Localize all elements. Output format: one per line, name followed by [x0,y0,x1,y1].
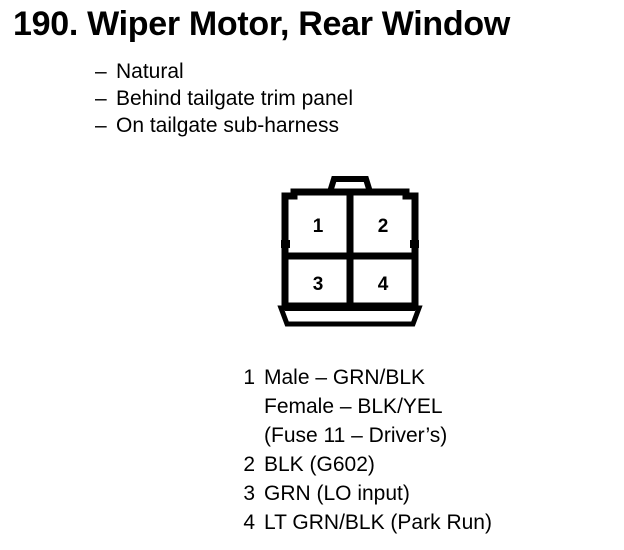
legend-row: 2 BLK (G602) [230,450,492,479]
cavity-number-2: 2 [378,216,389,237]
note-item: – Behind tailgate trim panel [95,85,353,112]
legend-entry-2: 2 BLK (G602) [230,450,492,479]
connector-base-bar [285,304,415,311]
note-item: – On tailgate sub-harness [95,112,353,139]
legend-row: 1 Male – GRN/BLK [230,363,492,392]
connector-right-notch [410,240,419,248]
page-title: 190. Wiper Motor, Rear Window [13,5,510,43]
note-dash-icon: – [95,87,107,110]
legend-pin-number: 3 [243,482,255,505]
legend-pin-description: GRN (LO input) [264,482,410,505]
legend-pin-description: Male – GRN/BLK [264,366,426,389]
legend-entry-1: 1 Male – GRN/BLK Female – BLK/YEL (Fuse … [230,363,492,450]
legend-pin-description-cont: Female – BLK/YEL [264,395,443,418]
note-label: On tailgate sub-harness [116,114,339,137]
cavity-number-1: 1 [313,216,324,237]
legend-entry-4: 4 LT GRN/BLK (Park Run) [230,508,492,537]
legend-pin-description: BLK (G602) [264,453,375,476]
connector-svg: 1 2 3 4 [277,176,423,327]
note-item: – Natural [95,58,353,85]
cavity-number-3: 3 [313,274,324,295]
legend-pin-number: 2 [243,453,255,476]
legend-pin-description-cont: (Fuse 11 – Driver’s) [264,424,448,447]
cavity-number-4: 4 [378,274,389,295]
connector-diagram: 1 2 3 4 [272,174,427,334]
legend-entry-3: 3 GRN (LO input) [230,479,492,508]
legend-pin-number: 4 [243,511,255,534]
note-label: Natural [116,60,184,83]
notes-list: – Natural – Behind tailgate trim panel –… [95,58,353,139]
note-dash-icon: – [95,114,107,137]
legend-pin-description: LT GRN/BLK (Park Run) [264,511,492,534]
note-label: Behind tailgate trim panel [116,87,353,110]
connector-left-notch [281,240,290,248]
legend-pin-number: 1 [243,366,255,389]
pin-legend: 1 Male – GRN/BLK Female – BLK/YEL (Fuse … [230,363,492,537]
legend-row: 4 LT GRN/BLK (Park Run) [230,508,492,537]
note-dash-icon: – [95,60,107,83]
legend-row: 3 GRN (LO input) [230,479,492,508]
